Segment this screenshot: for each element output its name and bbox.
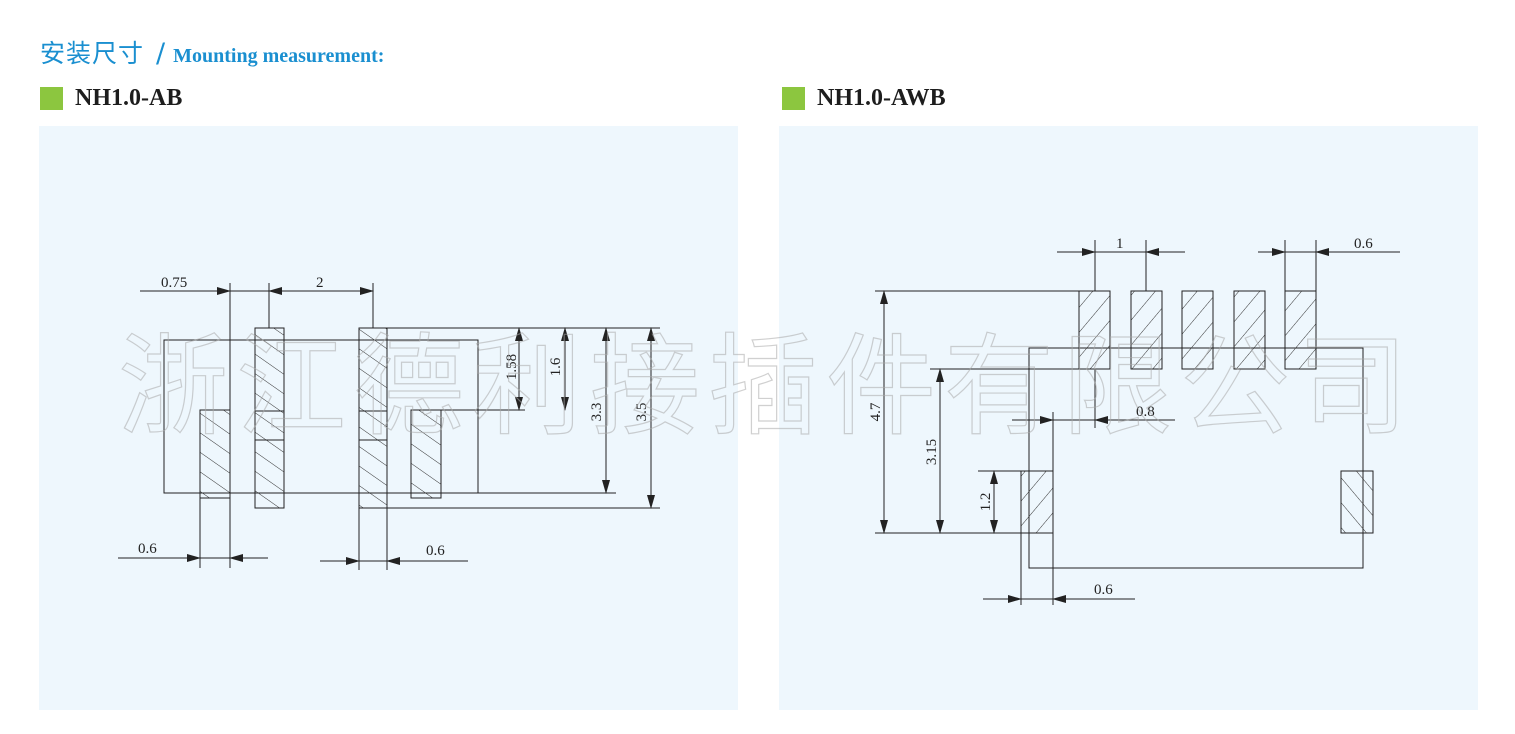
left-title: NH1.0-AB (75, 84, 183, 111)
dim-label: 0.6 (138, 541, 157, 557)
pad (1340, 470, 1374, 534)
pad (1284, 290, 1317, 370)
dim-label: 0.8 (1136, 404, 1155, 420)
pad (1233, 290, 1266, 370)
dim-label: 0.6 (1354, 236, 1373, 252)
pad (1078, 290, 1111, 370)
dim-label: 2 (316, 275, 324, 291)
connector-outline (1028, 347, 1364, 569)
dim-label: 1.6 (548, 357, 564, 376)
awb-footprint-drawing: 1 0.6 4.7 3.15 1.2 0.8 0.6 (868, 236, 1400, 605)
left-subtitle: NH1.0-AB (40, 84, 182, 112)
connector-outline (163, 339, 479, 494)
ab-footprint-drawing: 0.75 2 1.58 1.6 3.3 3.5 0.6 0.6 (118, 275, 660, 570)
green-square-icon (40, 86, 63, 110)
green-square-icon (782, 86, 805, 110)
pad (199, 409, 231, 499)
heading-english: Mounting measurement: (173, 45, 385, 67)
left-drawing-panel: 0.75 2 1.58 1.6 3.3 3.5 0.6 0.6 (39, 126, 738, 710)
right-drawing-panel: 1 0.6 4.7 3.15 1.2 0.8 0.6 (779, 126, 1478, 710)
pad (410, 409, 442, 499)
dim-label: 0.75 (161, 275, 187, 291)
pad (1020, 470, 1054, 534)
heading-slash: / (156, 38, 166, 69)
dim-label: 4.7 (868, 402, 884, 421)
dim-label: 1 (1116, 236, 1124, 252)
right-title: NH1.0-AWB (817, 84, 946, 111)
dim-label: 3.3 (589, 403, 605, 422)
dim-label: 0.6 (426, 543, 445, 559)
heading-chinese: 安装尺寸 (40, 39, 145, 68)
pad (254, 327, 285, 509)
dim-label: 3.5 (634, 403, 650, 422)
dim-label: 1.2 (978, 493, 994, 512)
pad (1130, 290, 1163, 370)
right-subtitle: NH1.0-AWB (782, 84, 946, 112)
pad (358, 327, 388, 509)
pad (1181, 290, 1214, 370)
dim-label: 0.6 (1094, 582, 1113, 598)
dim-label: 1.58 (504, 354, 520, 380)
dim-label: 3.15 (924, 439, 940, 465)
section-heading: 安装尺寸 / Mounting measurement: (40, 34, 384, 70)
